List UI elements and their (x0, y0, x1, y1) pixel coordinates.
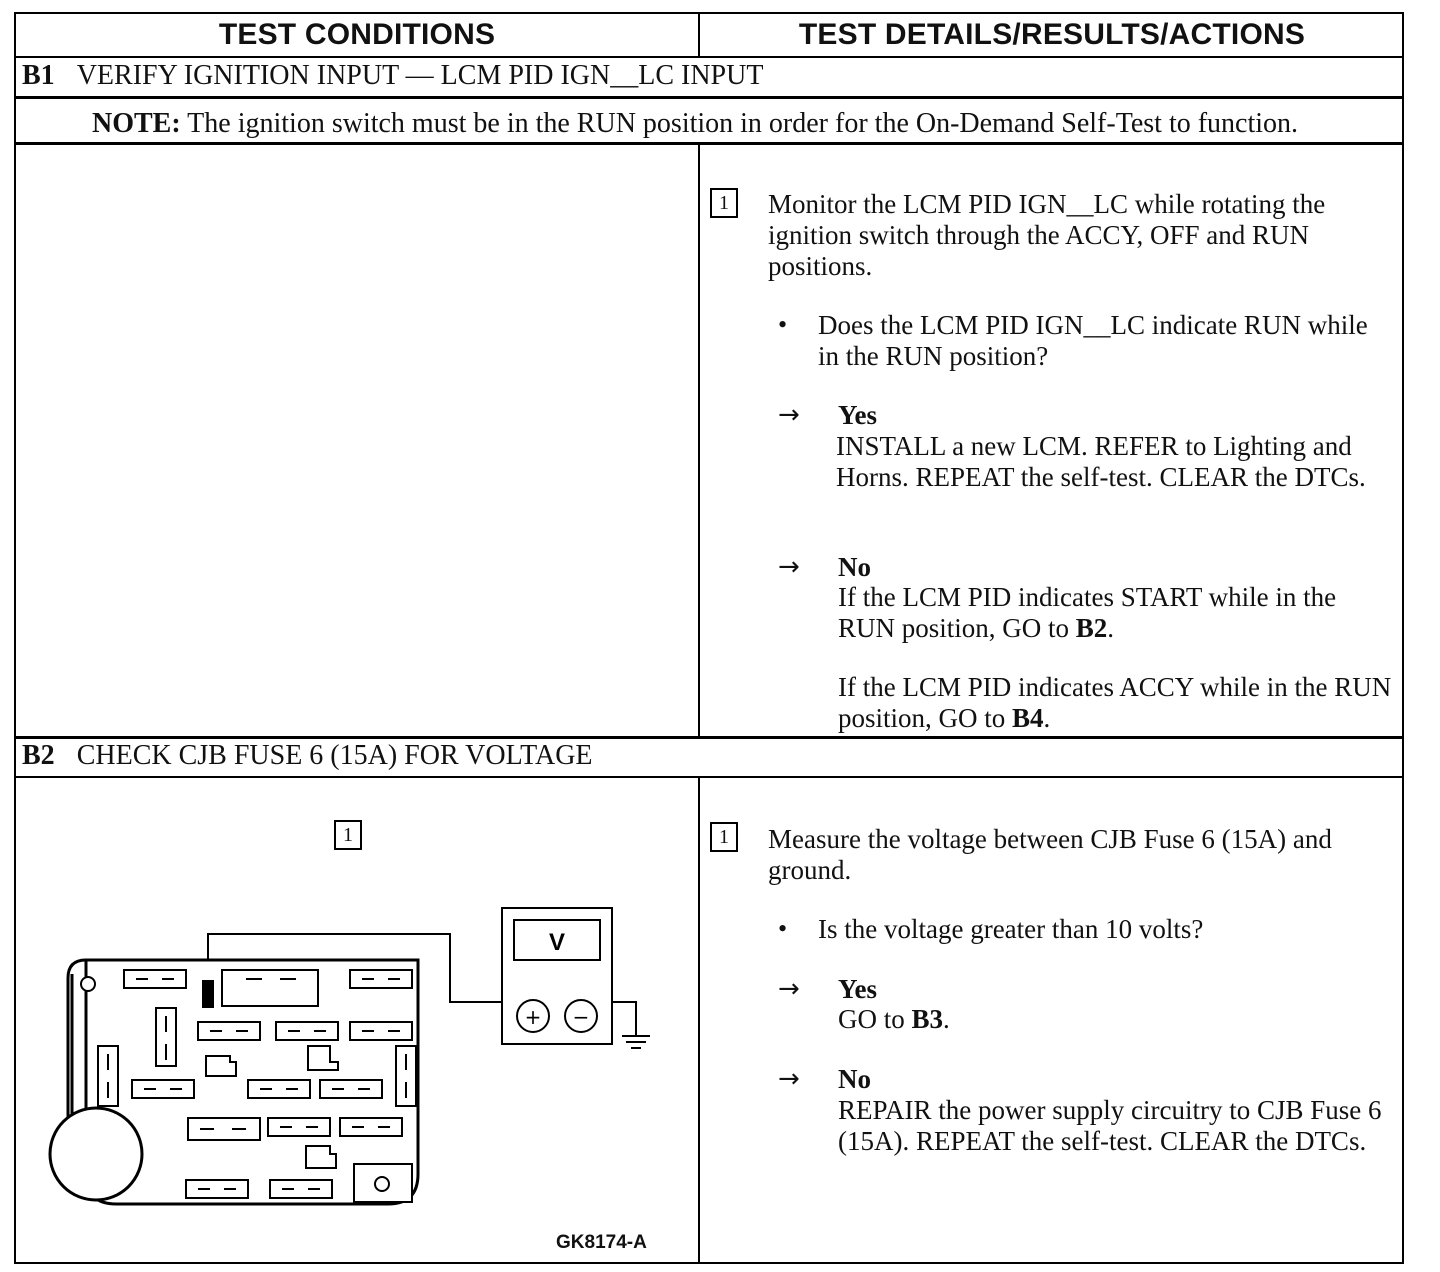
yes-label: Yes (838, 400, 877, 430)
svg-text:−: − (573, 1005, 590, 1029)
ground-icon (622, 1035, 650, 1049)
column-divider (698, 778, 700, 1264)
arrow-icon: → (778, 400, 800, 430)
step-number-box: 1 (710, 188, 738, 218)
header-divider (698, 14, 700, 56)
header-test-conditions: TEST CONDITIONS (218, 18, 496, 51)
b1-yes-action: INSTALL a new LCM. REFER to Lighting and… (836, 431, 1366, 492)
rule (16, 776, 1402, 778)
rule (16, 56, 1402, 58)
arrow-icon: → (778, 552, 800, 582)
bullet: • (778, 914, 788, 943)
svg-text:V: V (549, 929, 565, 956)
b1-no-action-2: If the LCM PID indicates ACCY while in t… (838, 672, 1392, 733)
rule (16, 736, 1402, 739)
arrow-icon: → (778, 974, 800, 1004)
bullet: • (778, 310, 788, 339)
b2-step-text: Measure the voltage between CJB Fuse 6 (… (768, 824, 1332, 885)
rule (16, 96, 1402, 99)
b2-question: Is the voltage greater than 10 volts? (818, 914, 1204, 944)
probe-icon (202, 980, 214, 1008)
b1-no-action-1: If the LCM PID indicates START while in … (838, 582, 1337, 643)
b2-no-action: REPAIR the power supply circuitry to CJB… (838, 1095, 1382, 1156)
figure-caption: GK8174-A (556, 1232, 647, 1253)
header-test-details: TEST DETAILS/RESULTS/ACTIONS (798, 18, 1306, 51)
b1-step-text: Monitor the LCM PID IGN__LC while rotati… (768, 189, 1326, 281)
note: NOTE: The ignition switch must be in the… (92, 108, 1299, 139)
fuse-box-diagram: V + − (48, 907, 650, 1206)
no-label: No (838, 552, 871, 582)
step-number-box: 1 (710, 822, 738, 852)
b1-question: Does the LCM PID IGN__LC indicate RUN wh… (818, 310, 1368, 371)
svg-text:+: + (525, 1005, 542, 1029)
yes-label: Yes (838, 974, 877, 1004)
test-procedure-table: TEST CONDITIONS TEST DETAILS/RESULTS/ACT… (14, 12, 1404, 1264)
b2-yes-action: GO to B3. (838, 1004, 950, 1034)
arrow-icon: → (778, 1064, 800, 1094)
diagram-step-box: 1 (334, 820, 362, 850)
no-label: No (838, 1064, 871, 1094)
column-divider (698, 144, 700, 736)
voltmeter-icon: V + − (501, 907, 613, 1045)
rule (16, 142, 1402, 145)
